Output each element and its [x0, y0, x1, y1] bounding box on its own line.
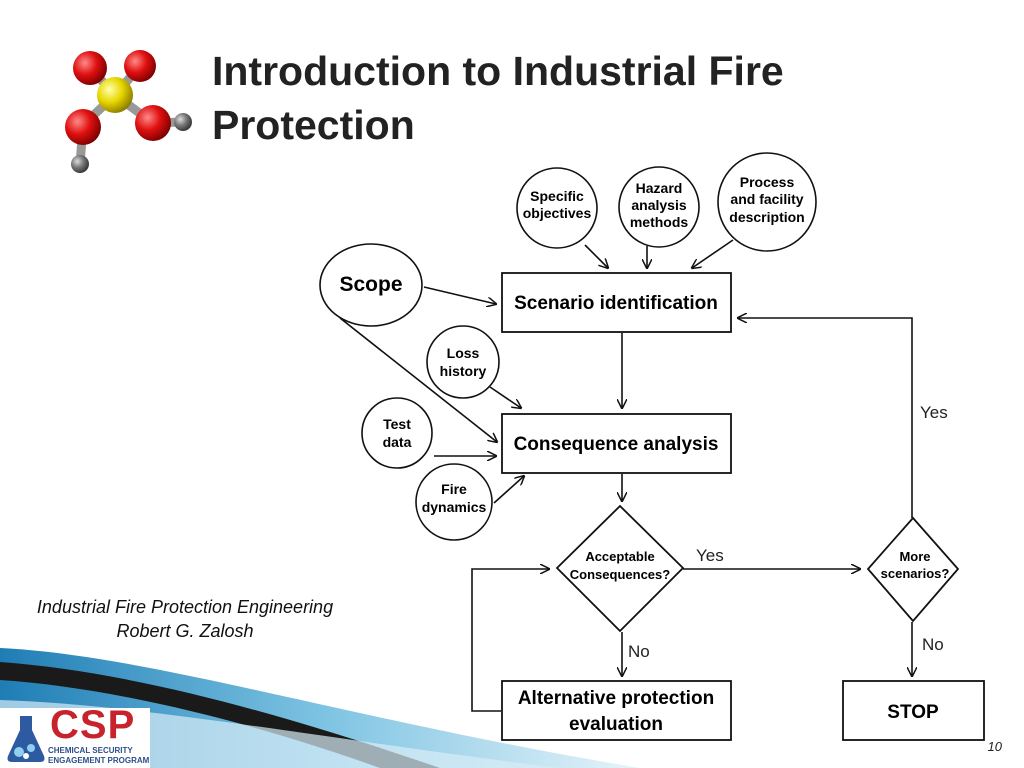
edge-label-acceptable-no: No: [628, 642, 650, 661]
input-loss-history: Loss history: [426, 325, 500, 399]
test-line2: data: [383, 434, 412, 450]
page-number: 10: [987, 739, 1002, 754]
box-consequence-analysis: Consequence analysis: [501, 413, 732, 474]
flask-icon: [7, 716, 45, 762]
input-test-data: Test data: [361, 397, 433, 469]
input-scope: Scope: [319, 243, 423, 327]
more-line1: More: [899, 549, 930, 564]
edge-label-more-yes: Yes: [920, 403, 948, 422]
specific-line2: objectives: [523, 205, 592, 221]
slide-title: Introduction to Industrial Fire Protecti…: [212, 44, 912, 152]
csp-subtitle-line1: CHEMICAL SECURITY: [48, 746, 133, 755]
hazard-line3: methods: [630, 214, 689, 230]
scenario-label: Scenario identification: [514, 293, 718, 314]
caption-line2: Robert G. Zalosh: [116, 621, 254, 641]
decision-acceptable-consequences: Acceptable Consequences?: [555, 504, 685, 633]
connector-lines: [339, 239, 912, 712]
loss-line1: Loss: [447, 345, 480, 361]
acceptable-line1: Acceptable: [585, 549, 654, 564]
edge-label-acceptable-yes: Yes: [696, 546, 724, 565]
box-stop: STOP: [842, 680, 985, 741]
process-line3: description: [729, 209, 804, 225]
input-specific-objectives: Specific objectives: [516, 167, 598, 249]
molecule-icon: [65, 50, 192, 173]
fire-line1: Fire: [441, 481, 467, 497]
process-line2: and facility: [730, 191, 803, 207]
decision-more-scenarios: More scenarios?: [866, 516, 960, 623]
specific-line1: Specific: [530, 188, 584, 204]
loss-line2: history: [440, 363, 487, 379]
csp-logo-text: CSP: [50, 703, 136, 747]
hazard-line1: Hazard: [636, 180, 683, 196]
slide-title-line2: Protection: [212, 102, 415, 148]
more-line2: scenarios?: [881, 566, 950, 581]
fire-line2: dynamics: [422, 499, 487, 515]
edge-label-more-no: No: [922, 635, 944, 654]
scope-label: Scope: [339, 273, 402, 296]
caption-line1: Industrial Fire Protection Engineering: [36, 597, 334, 617]
input-hazard-analysis: Hazard analysis methods: [618, 166, 700, 248]
input-process-description: Process and facility description: [717, 152, 817, 252]
process-line1: Process: [740, 174, 795, 190]
alternative-line2: evaluation: [569, 714, 663, 735]
stop-label: STOP: [887, 702, 939, 723]
box-alternative-protection: Alternative protection evaluation: [501, 680, 732, 741]
slide-title-line1: Introduction to Industrial Fire: [212, 48, 784, 94]
test-line1: Test: [383, 416, 411, 432]
hazard-line2: analysis: [631, 197, 686, 213]
csp-subtitle-line2: ENGAGEMENT PROGRAM: [48, 756, 150, 765]
acceptable-line2: Consequences?: [570, 567, 670, 582]
alternative-line1: Alternative protection: [518, 688, 714, 709]
box-scenario-identification: Scenario identification: [501, 272, 732, 333]
input-fire-dynamics: Fire dynamics: [415, 463, 493, 541]
consequence-label: Consequence analysis: [514, 434, 719, 455]
